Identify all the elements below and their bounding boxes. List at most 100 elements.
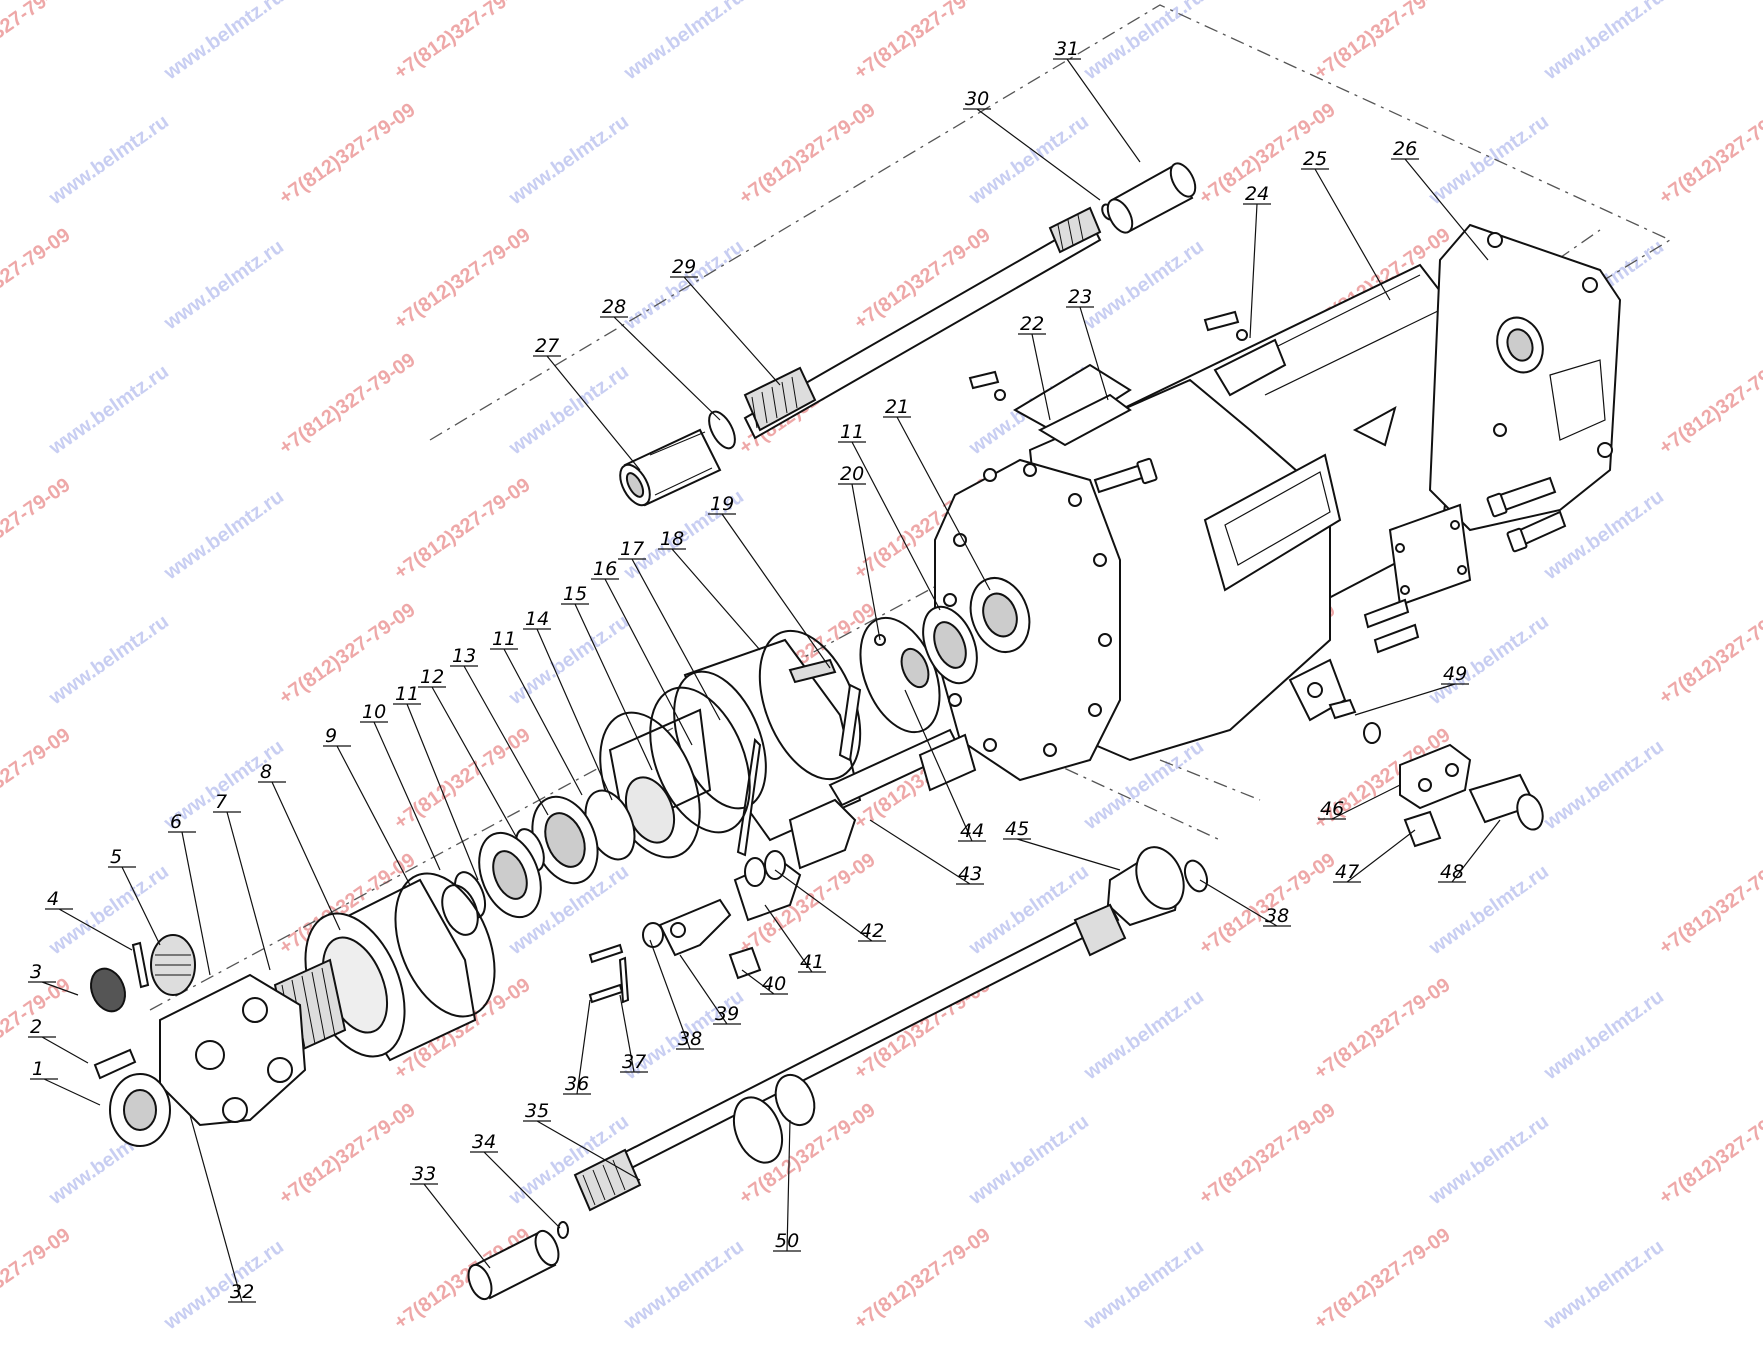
bearing-50 (732, 1073, 816, 1164)
callout-label: 5 (110, 846, 122, 868)
leader-line (533, 355, 641, 471)
callout-3: 3 (28, 961, 79, 996)
watermark-site: www.belmtz.ru (44, 111, 172, 210)
watermark-site: www.belmtz.ru (619, 1236, 747, 1335)
callout-label: 8 (260, 761, 272, 783)
leader-line (1438, 819, 1501, 883)
callout-label: 33 (412, 1163, 436, 1185)
callout-label: 3 (30, 961, 42, 983)
rear-flange-26 (1428, 223, 1622, 532)
leader-line (658, 548, 761, 651)
callout-label: 20 (840, 463, 864, 485)
callout-24: 24 (1243, 183, 1271, 339)
watermark-site: www.belmtz.ru (1079, 986, 1207, 1085)
sleeve-31 (1106, 162, 1197, 234)
callout-46: 46 (1318, 784, 1401, 820)
pin-2 (93, 1048, 137, 1080)
callout-35: 35 (523, 1100, 641, 1181)
watermark-site: www.belmtz.ru (1079, 236, 1207, 335)
callout-27: 27 (533, 335, 641, 471)
watermark-phone: +7(812)327-79-09 (1310, 1224, 1454, 1334)
callout-label: 19 (710, 493, 734, 515)
gasket-23 (1037, 393, 1132, 447)
leader-line (108, 866, 161, 946)
leader-line (450, 665, 549, 816)
leader-line (708, 513, 831, 669)
block-40 (728, 946, 762, 980)
watermark-site: www.belmtz.ru (504, 611, 632, 710)
disc-20 (859, 616, 941, 734)
watermark-phone: +7(812)327-79-09 (275, 1099, 419, 1209)
cover-24 (1213, 338, 1287, 397)
leader-line (490, 648, 583, 796)
callout-label: 6 (170, 811, 182, 833)
lower-shaft-group (467, 846, 1209, 1301)
callout-49: 49 (1354, 663, 1469, 716)
watermark-site: www.belmtz.ru (1539, 736, 1667, 835)
watermark-site: www.belmtz.ru (964, 1111, 1092, 1210)
watermark-phone: +7(812)327-79-09 (0, 224, 74, 334)
leader-line (45, 908, 133, 951)
watermark-site: www.belmtz.ru (159, 0, 287, 85)
callout-label: 44 (960, 820, 984, 842)
leader-line (838, 441, 941, 611)
callout-label: 27 (535, 335, 559, 357)
callout-label: 47 (1335, 861, 1359, 883)
callout-47: 47 (1333, 829, 1416, 883)
callout-label: 16 (593, 558, 617, 580)
watermark-phone: +7(812)327-79-09 (390, 474, 534, 584)
callout-1: 1 (30, 1058, 101, 1106)
watermark-phone: +7(812)327-79-09 (390, 0, 534, 84)
needle-bushing-27 (619, 428, 722, 507)
lever-39 (658, 898, 732, 957)
callout-label: 22 (1020, 313, 1044, 335)
leader-line (1018, 333, 1051, 421)
callout-16: 16 (591, 558, 693, 746)
ring-38b (1183, 859, 1209, 893)
callout-29: 29 (670, 256, 781, 386)
callout-32: 32 (189, 1114, 256, 1303)
callout-17: 17 (618, 538, 721, 721)
leader-line (561, 603, 653, 771)
leader-line (213, 811, 271, 971)
leader-line (600, 316, 721, 421)
leader-line (523, 1120, 641, 1181)
leader-line (1391, 158, 1489, 261)
block-47 (1403, 810, 1442, 848)
clutch-group (90, 629, 862, 1147)
watermark-phone: +7(812)327-79-09 (275, 349, 419, 459)
watermark-site: www.belmtz.ru (619, 0, 747, 85)
watermark-phone: +7(812)327-79-09 (850, 1224, 994, 1334)
callout-44: 44 (904, 689, 986, 842)
watermark-site: www.belmtz.ru (1539, 1236, 1667, 1335)
callout-label: 28 (602, 296, 626, 318)
watermark-phone: +7(812)327-79-09 (0, 1224, 74, 1334)
callout-2: 2 (28, 1016, 89, 1064)
watermark-site: www.belmtz.ru (44, 361, 172, 460)
leader-line (323, 745, 411, 886)
callout-label: 38 (1265, 905, 1289, 927)
pin-34 (557, 1221, 569, 1239)
fork-46 (1399, 743, 1472, 810)
leader-line (360, 721, 441, 871)
watermark-site: www.belmtz.ru (1079, 1236, 1207, 1335)
watermark-phone: +7(812)327-79-09 (1310, 974, 1454, 1084)
bracket-19 (788, 658, 837, 684)
leader-line (591, 578, 693, 746)
callout-20: 20 (838, 463, 881, 641)
brake-lever-group (588, 605, 978, 1004)
callout-label: 50 (775, 1230, 799, 1252)
leader-line (1333, 829, 1416, 883)
leader-line (869, 819, 984, 885)
leader-line (1066, 306, 1109, 401)
leader-line (1053, 58, 1141, 163)
ring-42 (764, 850, 786, 880)
pin-36b (588, 983, 624, 1004)
leader-line (1003, 838, 1121, 871)
leader-line (1318, 784, 1401, 820)
callout-15: 15 (561, 583, 653, 771)
callout-18: 18 (658, 528, 761, 651)
callout-6: 6 (168, 811, 211, 976)
callout-5: 5 (108, 846, 161, 946)
